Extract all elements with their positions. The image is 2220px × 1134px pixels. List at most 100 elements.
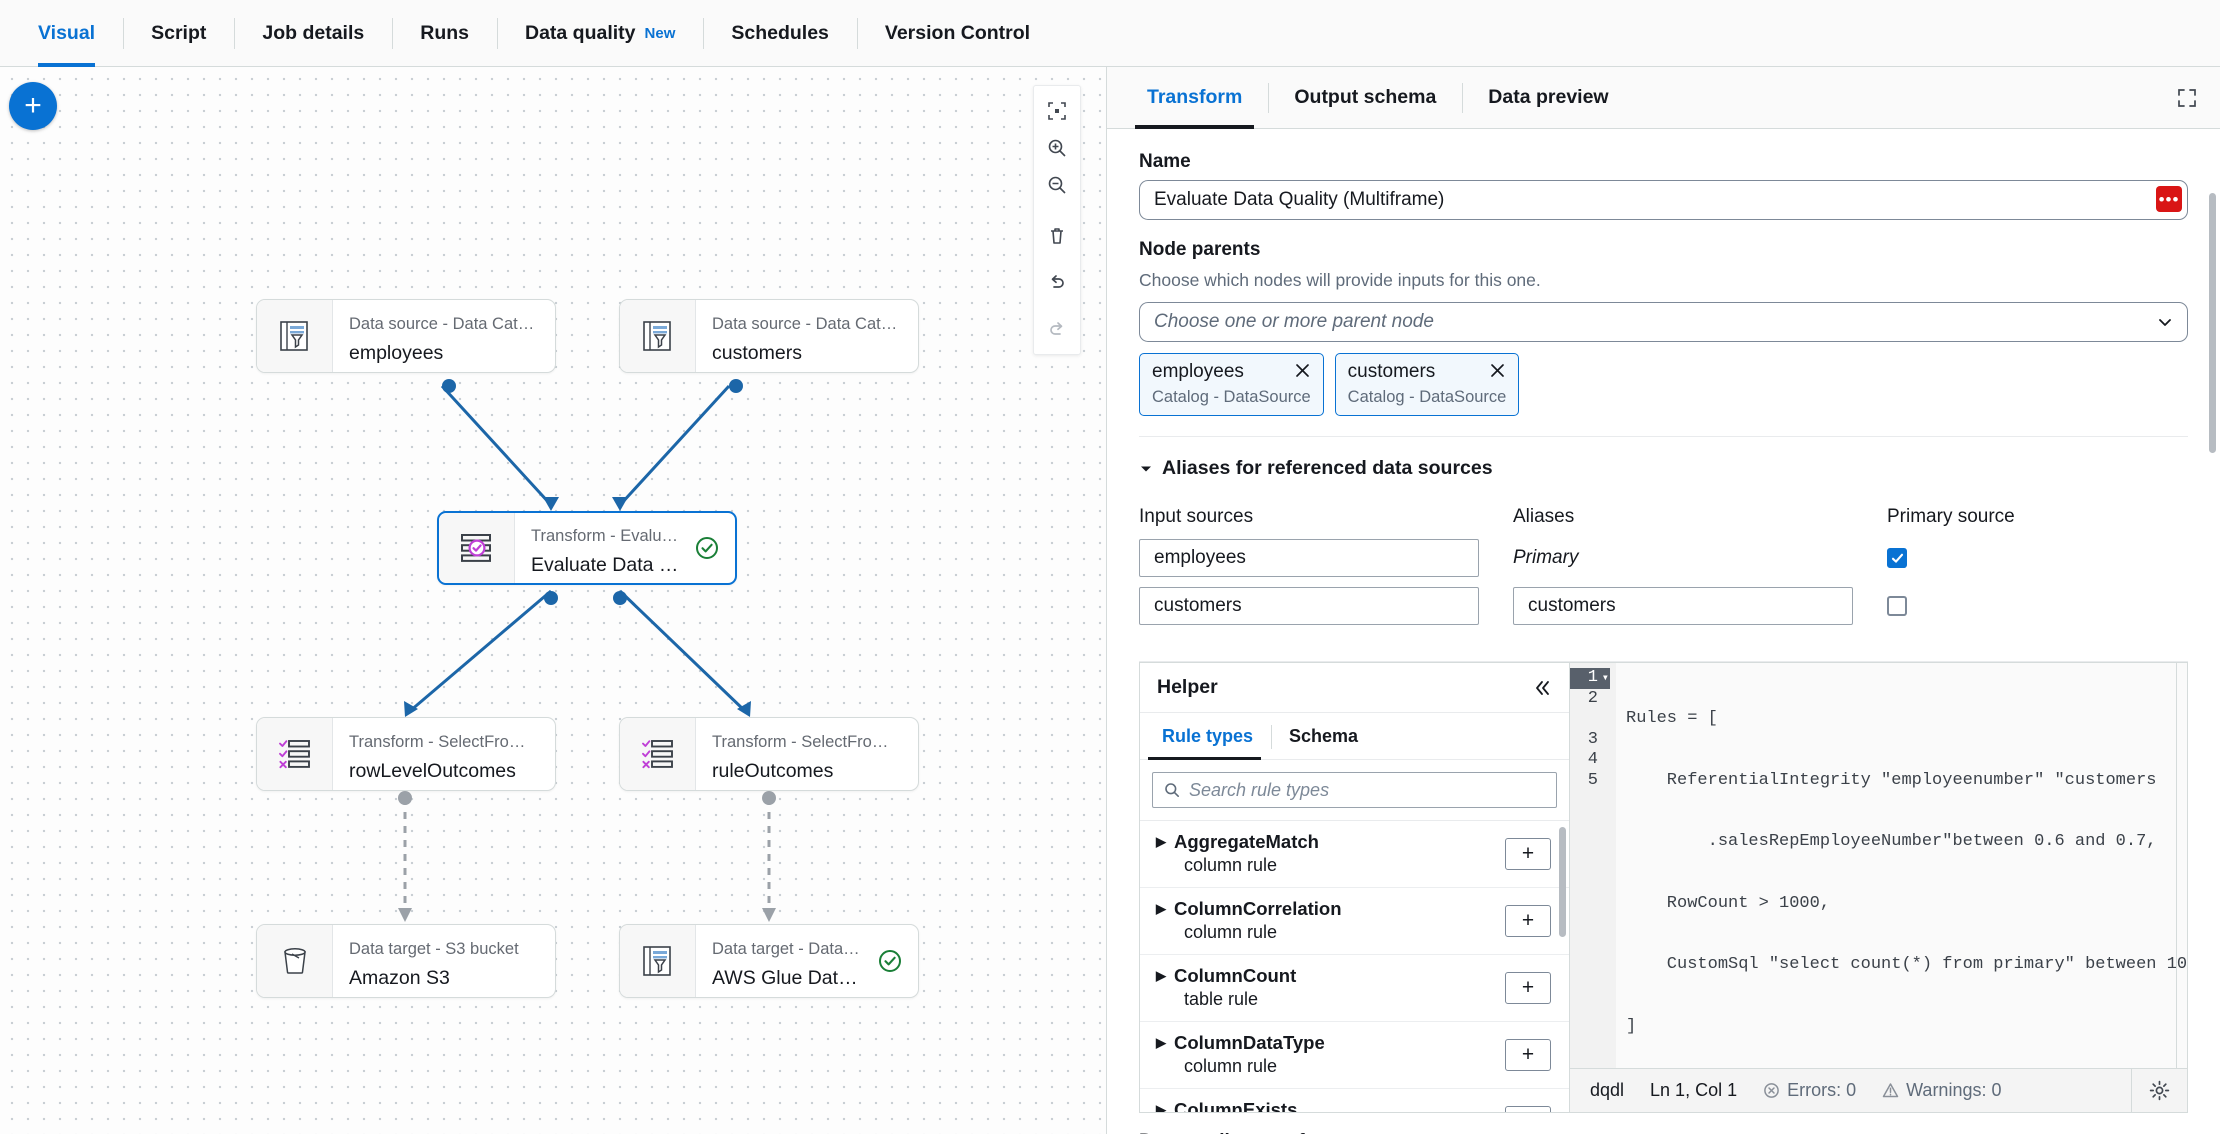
search-rule-types-input[interactable]: Search rule types xyxy=(1152,772,1557,809)
plus-icon: + xyxy=(1521,908,1535,932)
line-number: 1 xyxy=(1570,668,1610,689)
rule-type-name: AggregateMatch xyxy=(1174,831,1319,853)
rule-type-name: ColumnExists xyxy=(1174,1099,1298,1113)
editor-language: dqdl xyxy=(1590,1080,1625,1101)
node-output-port[interactable] xyxy=(544,591,558,605)
tab-runs[interactable]: Runs xyxy=(392,0,497,67)
node-output-port[interactable] xyxy=(398,791,412,805)
plus-icon: + xyxy=(24,89,42,122)
tab-schema[interactable]: Schema xyxy=(1271,713,1376,760)
name-input[interactable]: Evaluate Data Quality (Multiframe) xyxy=(1139,180,2188,220)
alias-input-source-1[interactable]: customers xyxy=(1139,587,1479,626)
graph-node-aws-glue-data-catalog[interactable]: Data target - Data Catalog AWS Glue Data… xyxy=(619,924,919,998)
rule-type-kind: table rule xyxy=(1184,989,1259,1010)
add-rule-button[interactable]: + xyxy=(1505,1038,1551,1071)
node-status-icon xyxy=(695,513,735,583)
graph-node-amazon-s3[interactable]: Data target - S3 bucket Amazon S3 xyxy=(256,924,556,998)
alias-input-source-0[interactable]: employees xyxy=(1139,539,1479,578)
panel-scrollbar[interactable] xyxy=(2209,193,2216,453)
main-split: + xyxy=(0,67,2220,1134)
tab-data-preview[interactable]: Data preview xyxy=(1462,67,1634,129)
graph-node-rowleveloutcomes[interactable]: Transform - SelectFromC... rowLevelOutco… xyxy=(256,717,556,791)
dqdl-code-editor[interactable]: 1 2 3 4 5 Rules = [ ReferentialIntegrity… xyxy=(1569,662,2188,1114)
code-line: ] xyxy=(1626,1016,1637,1036)
graph-node-evaluate-data-quality[interactable]: Transform - Evaluate dat... Evaluate Dat… xyxy=(437,511,737,585)
primary-source-checkbox-0[interactable] xyxy=(1887,548,1907,569)
primary-tab-bar: Visual Script Job details Runs Data qual… xyxy=(0,0,2220,67)
tab-schema-label: Schema xyxy=(1289,725,1359,746)
node-output-port[interactable] xyxy=(762,791,776,805)
select-from-collection-icon xyxy=(620,718,696,790)
add-rule-button[interactable]: + xyxy=(1505,837,1551,870)
line-number: 3 xyxy=(1587,729,1598,749)
undo-icon[interactable] xyxy=(1037,264,1077,301)
zoom-out-icon[interactable] xyxy=(1037,166,1077,203)
name-field-row: Evaluate Data Quality (Multiframe) ••• xyxy=(1139,180,2188,220)
graph-node-ruleoutcomes[interactable]: Transform - SelectFromC... ruleOutcomes xyxy=(619,717,919,791)
node-parents-placeholder: Choose one or more parent node xyxy=(1154,311,1434,333)
tab-version-control[interactable]: Version Control xyxy=(856,0,1058,67)
editor-code-content[interactable]: Rules = [ ReferentialIntegrity "employee… xyxy=(1616,663,2187,1069)
node-parents-select[interactable]: Choose one or more parent node xyxy=(1139,302,2188,343)
node-output-port[interactable] xyxy=(442,379,456,393)
rule-type-item[interactable]: ▶ ColumnCount table rule + xyxy=(1140,955,1569,1023)
rule-type-item[interactable]: ▶ ColumnCorrelation column rule + xyxy=(1140,888,1569,956)
output-title: Data quality transform output xyxy=(1139,1131,1405,1134)
add-rule-button[interactable]: + xyxy=(1505,1105,1551,1113)
search-rule-types-placeholder: Search rule types xyxy=(1189,779,1330,800)
node-output-port[interactable] xyxy=(729,379,743,393)
tab-rule-types[interactable]: Rule types xyxy=(1144,713,1271,760)
node-type-label: Data target - Data Catalog xyxy=(712,940,862,958)
tab-transform[interactable]: Transform xyxy=(1121,67,1268,129)
rule-type-text: ▶ ColumnExists column rule xyxy=(1156,1099,1297,1112)
close-icon[interactable] xyxy=(1294,362,1311,379)
node-parent-chip-employees: employees Catalog - DataSource xyxy=(1139,353,1324,417)
helper-tab-bar: Rule types Schema xyxy=(1140,713,1569,761)
s3-bucket-icon xyxy=(257,925,333,997)
editor-body[interactable]: 1 2 3 4 5 Rules = [ ReferentialIntegrity… xyxy=(1570,663,2187,1069)
panel-scroll-area: Name Evaluate Data Quality (Multiframe) … xyxy=(1107,129,2220,1134)
add-rule-button[interactable]: + xyxy=(1505,904,1551,937)
node-name-label: Amazon S3 xyxy=(349,966,450,989)
line-number: 2 xyxy=(1587,688,1598,708)
node-type-label: Transform - SelectFromC... xyxy=(349,733,539,751)
plus-icon: + xyxy=(1522,1110,1534,1113)
node-name-label: employees xyxy=(349,341,444,364)
add-node-button[interactable]: + xyxy=(9,82,57,130)
add-rule-button[interactable]: + xyxy=(1505,971,1551,1004)
chevron-down-icon xyxy=(1139,462,1153,476)
aliases-section-header[interactable]: Aliases for referenced data sources xyxy=(1139,457,2188,480)
graph-node-employees[interactable]: Data source - Data Catalog employees xyxy=(256,299,556,373)
settings-gear-icon[interactable] xyxy=(2131,1069,2187,1113)
tab-data-quality[interactable]: Data quality New xyxy=(496,0,703,67)
primary-source-checkbox-1[interactable] xyxy=(1887,596,1907,617)
evaluate-data-quality-icon xyxy=(439,513,515,583)
tab-output-schema[interactable]: Output schema xyxy=(1268,67,1462,129)
plus-icon: + xyxy=(1521,841,1535,865)
rule-type-item[interactable]: ▶ AggregateMatch column rule + xyxy=(1140,821,1569,889)
tab-job-details[interactable]: Job details xyxy=(234,0,392,67)
code-line: ReferentialIntegrity "employeenumber" "c… xyxy=(1626,770,2157,790)
tab-script[interactable]: Script xyxy=(123,0,234,67)
redo-icon[interactable] xyxy=(1037,311,1077,348)
data-quality-output-section: Data quality transform output Info Choos… xyxy=(1139,1113,2188,1134)
zoom-in-icon[interactable] xyxy=(1037,129,1077,166)
alias-value-input-1[interactable]: customers xyxy=(1513,587,1853,626)
node-output-port[interactable] xyxy=(613,591,627,605)
close-icon[interactable] xyxy=(1489,362,1506,379)
fit-to-screen-icon[interactable] xyxy=(1037,92,1077,129)
caret-right-icon: ▶ xyxy=(1156,1035,1166,1051)
rule-list-scrollbar[interactable] xyxy=(1559,827,1566,938)
rule-type-item[interactable]: ▶ ColumnExists column rule + xyxy=(1140,1089,1569,1113)
alias-input-source-0-value: employees xyxy=(1154,547,1246,569)
name-error-badge[interactable]: ••• xyxy=(2156,186,2182,212)
expand-icon[interactable] xyxy=(2176,87,2198,109)
rule-type-item[interactable]: ▶ ColumnDataType column rule + xyxy=(1140,1022,1569,1090)
node-name-label: ruleOutcomes xyxy=(712,759,834,782)
delete-icon[interactable] xyxy=(1037,217,1077,254)
job-graph-canvas[interactable]: + xyxy=(0,67,1107,1134)
graph-node-customers[interactable]: Data source - Data Catalog customers xyxy=(619,299,919,373)
tab-schedules[interactable]: Schedules xyxy=(703,0,857,67)
tab-visual[interactable]: Visual xyxy=(10,0,123,67)
collapse-left-icon[interactable] xyxy=(1532,678,1552,698)
